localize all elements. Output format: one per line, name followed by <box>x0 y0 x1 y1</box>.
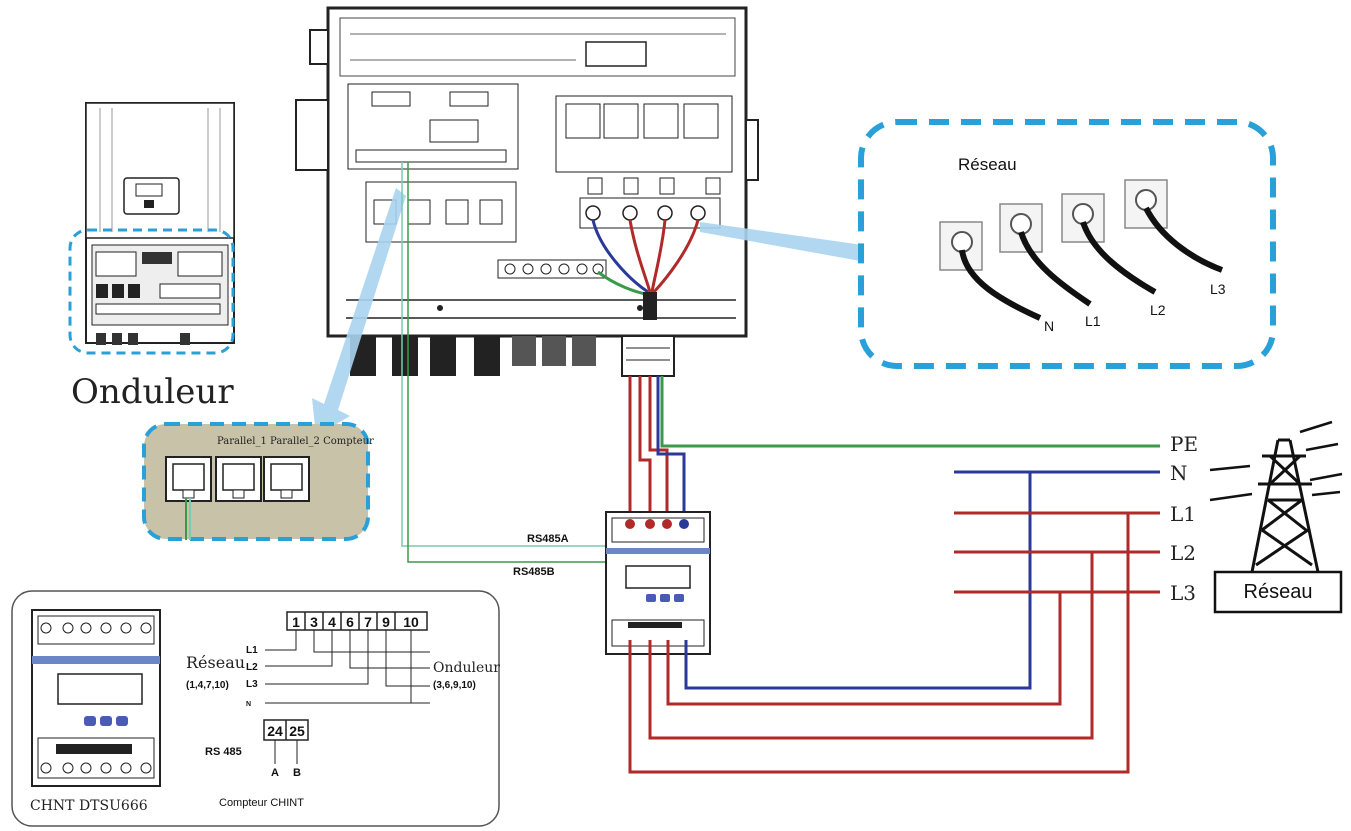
terminal-1: 1 <box>292 614 300 630</box>
terminal-7: 7 <box>364 614 372 630</box>
terminal-label-n: N <box>1044 318 1054 334</box>
rs485-terminal-25: 25 <box>289 723 305 739</box>
port-labels: Parallel_1 Parallel_2 Compteur <box>217 436 374 447</box>
terminal-3: 3 <box>310 614 318 630</box>
terminal-l1 <box>999 203 1092 307</box>
small-inverter-highlight <box>68 228 235 355</box>
rs485b-label: RS485B <box>513 566 555 578</box>
arrow-to-reseau-box <box>700 222 908 276</box>
terminal-block <box>286 611 428 631</box>
terminal-4: 4 <box>328 614 336 630</box>
grid-label-l2: L2 <box>1170 541 1196 565</box>
grid-label-n: N <box>1170 461 1188 485</box>
onduleur-title: Onduleur <box>71 372 234 412</box>
large-inverter-illustration <box>295 6 759 377</box>
panel-onduleur-label: Onduleur <box>433 660 500 676</box>
panel-rs485-label: RS 485 <box>205 746 242 758</box>
reseau-highlight-box <box>858 119 1276 369</box>
chint-meter-illustration <box>31 609 161 787</box>
terminal-label-l2: L2 <box>1150 302 1166 318</box>
inverter-to-meter-wires <box>628 376 1160 520</box>
energy-meter-illustration <box>605 511 711 655</box>
terminal-l2 <box>1061 193 1157 295</box>
grid-label-l1: L1 <box>1170 502 1196 526</box>
small-inverter-illustration <box>68 102 235 355</box>
rs485-terminal-24: 24 <box>267 723 283 739</box>
communication-ports-box <box>142 422 370 541</box>
panel-reseau-terminals: (1,4,7,10) <box>186 680 229 691</box>
terminal-9: 9 <box>382 614 390 630</box>
row-label-l2: L2 <box>246 662 258 673</box>
row-label-n: N <box>246 701 251 708</box>
terminal-10: 10 <box>403 614 419 630</box>
panel-reseau-label: Réseau <box>186 653 245 672</box>
terminal-connectors <box>939 179 1224 321</box>
terminal-l3 <box>1124 179 1224 273</box>
panel-wiring-lines <box>265 630 430 704</box>
grid-reseau-label: Réseau <box>1244 581 1313 603</box>
grid-label-pe: PE <box>1170 432 1198 456</box>
panel-onduleur-terminals: (3,6,9,10) <box>433 680 476 691</box>
reseau-box-title: Réseau <box>958 155 1017 174</box>
row-label-l1: L1 <box>246 645 258 656</box>
rs485a-label: RS485A <box>527 533 569 545</box>
panel-caption: Compteur CHINT <box>219 797 304 809</box>
rs485-a-label: A <box>271 767 279 779</box>
meter-model-label: CHNT DTSU666 <box>30 798 148 814</box>
power-pylon-icon <box>1209 420 1343 573</box>
terminal-6: 6 <box>346 614 354 630</box>
inverter-ac-wires <box>591 219 700 320</box>
terminal-label-l1: L1 <box>1085 313 1101 329</box>
rs485-b-label: B <box>293 767 301 779</box>
arrow-to-port-box <box>312 188 406 436</box>
grid-reseau-box <box>1213 570 1343 614</box>
meter-to-grid-wires <box>628 470 1160 774</box>
grid-label-l3: L3 <box>1170 581 1196 605</box>
terminal-label-l3: L3 <box>1210 281 1226 297</box>
row-label-l3: L3 <box>246 679 258 690</box>
terminal-n <box>939 221 1042 321</box>
